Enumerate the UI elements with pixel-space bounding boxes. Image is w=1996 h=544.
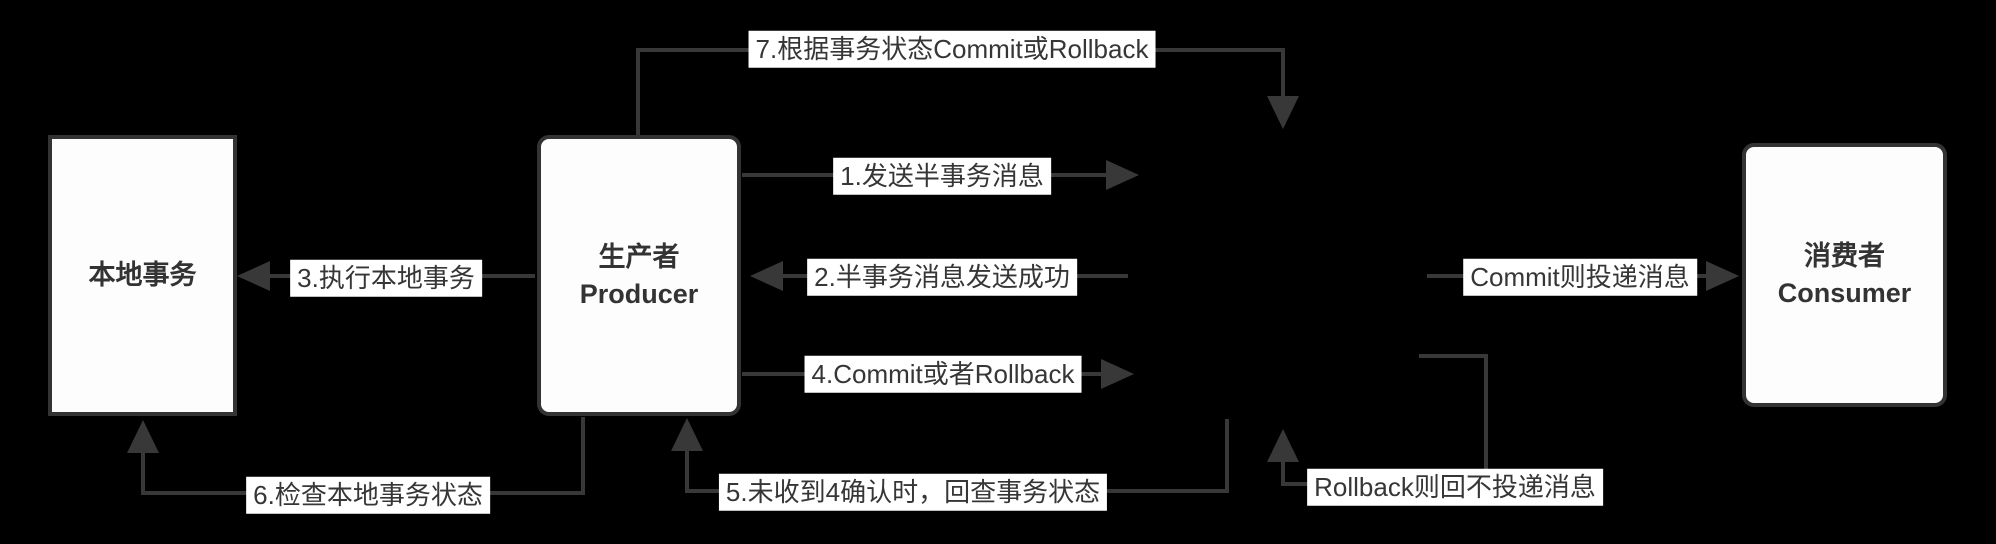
- arrowhead-left-icon: [750, 261, 783, 291]
- arrowhead-up-icon: [1267, 429, 1299, 462]
- arrowhead-right-icon: [1706, 261, 1739, 291]
- node-local-transaction: 本地事务: [48, 135, 237, 416]
- arrowhead-up-icon: [127, 420, 159, 453]
- edge-label-commit-deliver: Commit则投递消息: [1463, 258, 1697, 296]
- edge-label-step2: 2.半事务消息发送成功: [807, 258, 1077, 296]
- node-local-transaction-title: 本地事务: [88, 260, 197, 290]
- edge-rollback-no-deliver: [1267, 354, 1488, 486]
- node-producer-title-en: Producer: [579, 278, 699, 309]
- node-consumer-title-zh: 消费者: [1804, 241, 1885, 271]
- edge-label-step7: 7.根据事务状态Commit或Rollback: [748, 30, 1156, 68]
- node-producer-title-zh: 生产者: [598, 241, 680, 272]
- node-consumer-title-en: Consumer: [1777, 278, 1912, 308]
- arrowhead-left-icon: [237, 261, 270, 291]
- edge-label-rollback-no-deliver: Rollback则回不投递消息: [1307, 468, 1603, 506]
- edge-label-step5: 5.未收到4确认时，回查事务状态: [718, 473, 1108, 511]
- arrowhead-right-icon: [1101, 359, 1134, 389]
- node-consumer: 消费者 Consumer: [1742, 143, 1947, 407]
- arrowhead-right-icon: [1106, 160, 1139, 190]
- arrowhead-up-icon: [671, 418, 703, 451]
- edge-label-step6: 6.检查本地事务状态: [246, 476, 490, 514]
- edge-label-step1: 1.发送半事务消息: [833, 157, 1051, 195]
- edge-label-step4: 4.Commit或者Rollback: [804, 355, 1082, 393]
- node-producer: 生产者 Producer: [537, 135, 741, 416]
- edge-label-step3: 3.执行本地事务: [290, 259, 482, 297]
- arrowhead-down-icon: [1267, 96, 1299, 129]
